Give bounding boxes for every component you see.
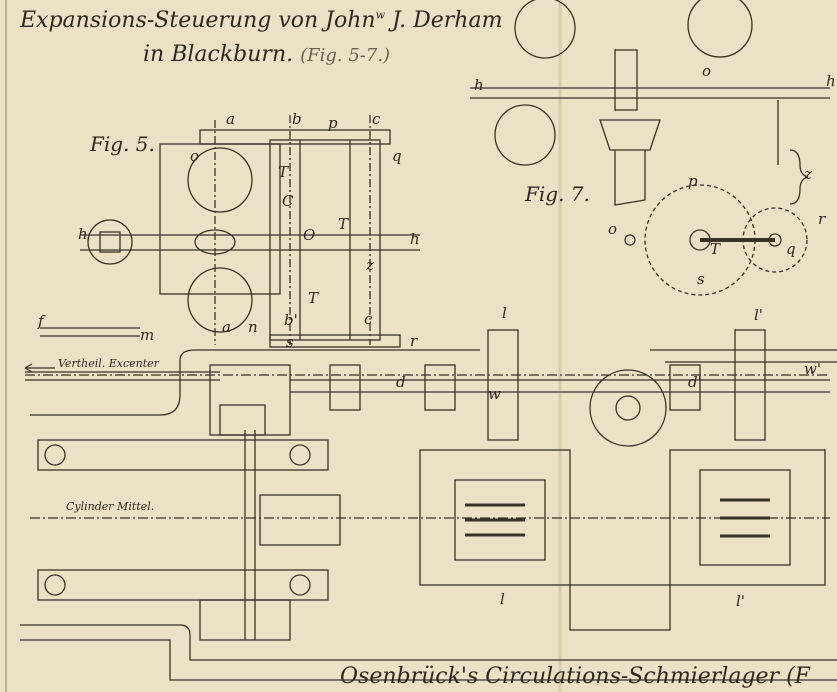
letter-m: m: [140, 326, 155, 344]
letter-w-prime: w': [804, 360, 821, 378]
letter-r: r: [818, 210, 826, 228]
letter-f: f: [38, 312, 44, 330]
letter-C: C: [282, 192, 294, 210]
letter-z: z: [804, 165, 812, 183]
letter-l-prime: l': [754, 306, 763, 324]
letter-l-prime: l': [736, 592, 745, 610]
letter-z: z: [366, 256, 374, 274]
fig5-gear-assembly: [40, 115, 420, 348]
title-superscript: w: [375, 8, 386, 22]
letter-o: o: [702, 62, 712, 80]
letter-O: O: [303, 226, 316, 244]
vertheil-excenter-label: Vertheil. Excenter: [58, 357, 159, 370]
letter-b: b: [292, 110, 302, 128]
letter-T: T: [308, 289, 319, 307]
letter-T: T: [710, 240, 721, 258]
letter-q: q: [786, 240, 796, 258]
letter-p: p: [688, 172, 698, 190]
figure-reference: (Fig. 5-7.): [300, 45, 391, 66]
letter-q: q: [392, 147, 402, 165]
letter-c: c: [364, 310, 373, 328]
title-line-2: in Blackburn. (Fig. 5-7.): [143, 42, 390, 67]
letter-c: c: [372, 110, 381, 128]
title-line-1: Expansions-Steuerung von Johnw J. Derham: [20, 8, 502, 33]
letter-d: d: [396, 373, 406, 391]
letter-p: p: [328, 114, 338, 132]
letter-l: l: [500, 590, 505, 608]
letter-h: h: [826, 72, 836, 90]
letter-d-prime: d': [688, 373, 702, 391]
title-place: in Blackburn.: [143, 42, 294, 67]
letter-a: a: [222, 318, 231, 336]
letter-b-prime: b': [284, 311, 298, 329]
plan-view: [20, 329, 837, 681]
letter-h: h: [474, 76, 484, 94]
letter-T: T: [278, 163, 289, 181]
next-section-title: Osenbrück's Circulations-Schmierlager (F: [340, 664, 810, 689]
cylinder-mittel-label: Cylinder Mittel.: [66, 500, 155, 513]
letter-h: h: [410, 230, 420, 248]
letter-o: o: [608, 220, 618, 238]
fig7-label: Fig. 7.: [525, 182, 590, 206]
letter-s: s: [697, 270, 705, 288]
letter-h: h: [78, 225, 88, 243]
letter-T: T: [338, 215, 349, 233]
letter-n: n: [248, 318, 258, 336]
fig5-label: Fig. 5.: [90, 132, 155, 156]
letter-w: w: [488, 385, 501, 403]
letter-r: r: [410, 332, 418, 350]
letter-s: s: [286, 333, 294, 351]
letter-a: a: [226, 110, 235, 128]
letter-o: o: [190, 147, 200, 165]
title-name: J. Derham: [392, 8, 503, 33]
letter-l: l: [502, 304, 507, 322]
fig7-lever-gears: [470, 0, 830, 296]
title-text: Expansions-Steuerung von John: [20, 8, 376, 33]
